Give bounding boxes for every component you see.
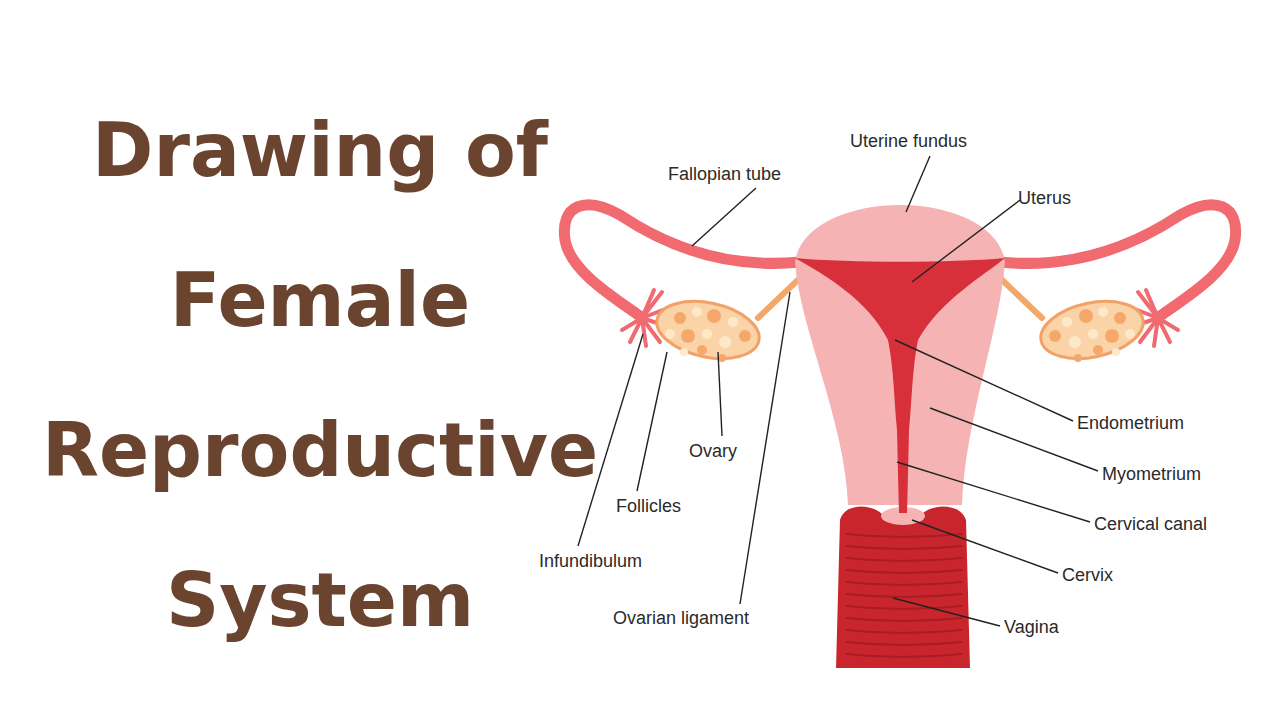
ovary	[652, 293, 765, 367]
part-label: Uterine fundus	[850, 130, 967, 152]
fallopian-tube	[564, 205, 800, 316]
follicles	[665, 307, 751, 362]
part-label: Uterus	[1018, 187, 1071, 209]
ruga	[846, 606, 962, 609]
part-label: Myometrium	[1102, 463, 1201, 485]
endometrium	[795, 258, 1005, 516]
vagina	[836, 506, 970, 668]
part-label: Cervix	[1062, 564, 1113, 586]
part-label: Cervical canal	[1094, 513, 1207, 535]
ruga	[846, 570, 962, 573]
ruga	[846, 618, 962, 621]
adnexa-right	[1000, 205, 1236, 367]
part-label: Ovary	[689, 440, 737, 462]
part-label: Follicles	[616, 495, 681, 517]
part-label: Infundibulum	[539, 550, 642, 572]
part-label: Ovarian ligament	[613, 607, 749, 629]
part-label: Vagina	[1004, 616, 1059, 638]
cervical-os	[899, 507, 907, 513]
leader-lines	[578, 156, 1098, 626]
page-title: Drawing of Female Reproductive System	[0, 75, 640, 675]
ruga	[846, 630, 962, 633]
ruga	[846, 654, 962, 657]
ruga	[846, 558, 962, 561]
ovarian-ligament	[758, 278, 800, 318]
ruga	[846, 594, 962, 597]
part-label: Fallopian tube	[668, 163, 781, 185]
adnexa	[564, 205, 800, 367]
ruga	[846, 546, 962, 549]
vaginal-rugae	[846, 534, 962, 657]
part-label: Endometrium	[1077, 412, 1184, 434]
ruga	[846, 582, 962, 585]
ruga	[846, 642, 962, 645]
ruga	[846, 534, 962, 537]
